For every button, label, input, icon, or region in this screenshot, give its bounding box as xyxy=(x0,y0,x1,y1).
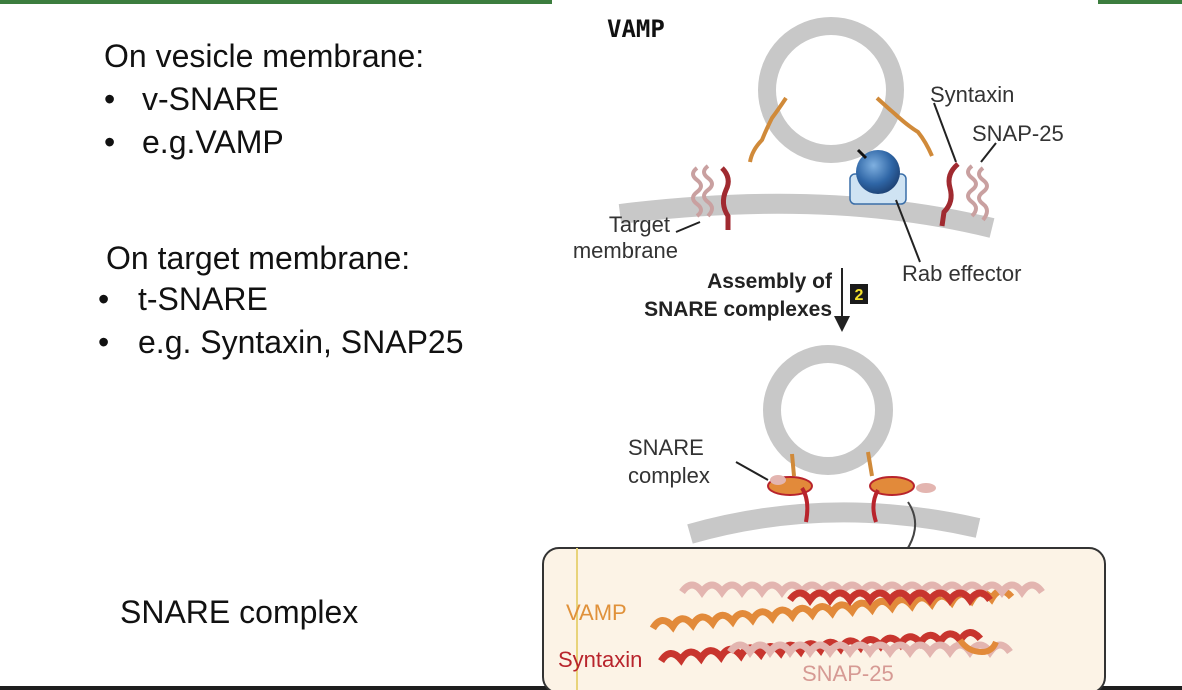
vamp-strand-left xyxy=(748,96,788,163)
snap25-blob-left xyxy=(770,475,786,485)
bullet-text: t-SNARE xyxy=(138,281,268,317)
syntaxin-label: Syntaxin xyxy=(930,82,1014,107)
vesicle-docked xyxy=(763,345,893,475)
bullet-icon: • xyxy=(104,124,116,160)
bullet-icon: • xyxy=(98,324,110,360)
list-item: • t-SNARE xyxy=(98,278,402,321)
snap25-coil-right-1 xyxy=(966,164,978,218)
target-heading: On target membrane: xyxy=(106,240,411,276)
bullet-icon: • xyxy=(104,81,116,117)
inset-syntaxin-label: Syntaxin xyxy=(558,647,642,672)
list-item: • e.g. Syntaxin, SNAP25 xyxy=(98,321,464,364)
top-accent-bar-left xyxy=(0,0,552,4)
vesicle-membrane-section: On vesicle membrane: • v-SNARE • e.g.VAM… xyxy=(104,36,424,164)
vamp-strand-docked-right xyxy=(866,451,874,477)
bullet-text: e.g.VAMP xyxy=(142,124,284,160)
syntaxin-left xyxy=(720,166,731,230)
vesicle-heading: On vesicle membrane: xyxy=(104,38,425,74)
assembly-label-1: Assembly of xyxy=(707,270,833,293)
top-accent-bar-right xyxy=(1098,0,1182,4)
rab-anchor xyxy=(856,148,868,160)
bullet-text: v-SNARE xyxy=(142,81,279,117)
syntaxin-helix xyxy=(658,629,984,666)
snare-complex-label-1: SNARE xyxy=(628,435,704,460)
step-badge xyxy=(850,284,868,304)
vesicle-bullet-list: • v-SNARE • e.g.VAMP xyxy=(104,78,424,164)
rab-effector-leader xyxy=(895,199,921,263)
target-membrane-label-2: membrane xyxy=(573,238,678,263)
snare-complex-caption: SNARE complex xyxy=(120,594,359,630)
target-membrane-label-1: Target xyxy=(609,212,670,237)
assembly-label-2: SNARE complexes xyxy=(644,298,832,321)
snare-complex-label-2: complex xyxy=(628,463,710,488)
syntaxin-helix-top xyxy=(787,589,993,607)
rab-effector-label: Rab effector xyxy=(902,261,1021,286)
snare-complex-leader xyxy=(735,461,769,481)
list-item: • e.g.VAMP xyxy=(104,121,424,164)
snap25-coil-left-2 xyxy=(702,164,714,218)
snap25-label: SNAP-25 xyxy=(972,121,1064,146)
target-membrane-leader xyxy=(675,221,701,233)
vamp-tail xyxy=(957,638,999,656)
step-number: 2 xyxy=(855,287,864,304)
snare-assembly-diagram: VAMP Syntaxin SNAP-25 Target membrane Ra… xyxy=(542,15,1106,690)
list-item: • v-SNARE xyxy=(104,78,424,121)
syntaxin-docked-left xyxy=(800,486,810,523)
target-bullet-list: • t-SNARE • e.g. Syntaxin, SNAP25 xyxy=(98,278,464,364)
bullet-icon: • xyxy=(98,281,110,317)
target-membrane-section: On target membrane: • t-SNARE • e.g. Syn… xyxy=(98,238,464,364)
vamp-handwritten-label: VAMP xyxy=(607,15,665,43)
syntaxin-docked-right xyxy=(871,489,880,523)
inset-vamp-label: VAMP xyxy=(566,600,627,625)
bullet-text: e.g. Syntaxin, SNAP25 xyxy=(138,324,464,360)
syntaxin-right xyxy=(939,162,960,227)
syntaxin-leader xyxy=(933,102,957,163)
snap25-blob-right xyxy=(916,483,936,493)
snap25-coil-right-2 xyxy=(977,166,989,222)
target-membrane-top xyxy=(618,193,995,238)
snare-complex-right xyxy=(869,476,915,496)
vamp-strand-right xyxy=(875,96,934,157)
target-membrane-middle xyxy=(687,502,981,544)
vesicle-top xyxy=(758,17,904,163)
snap25-leader xyxy=(980,142,997,163)
rab-protein xyxy=(856,150,900,194)
inset-snap25-label: SNAP-25 xyxy=(802,661,894,686)
snap25-coil-left-1 xyxy=(691,166,703,218)
vamp-strand-docked-left xyxy=(790,453,796,477)
